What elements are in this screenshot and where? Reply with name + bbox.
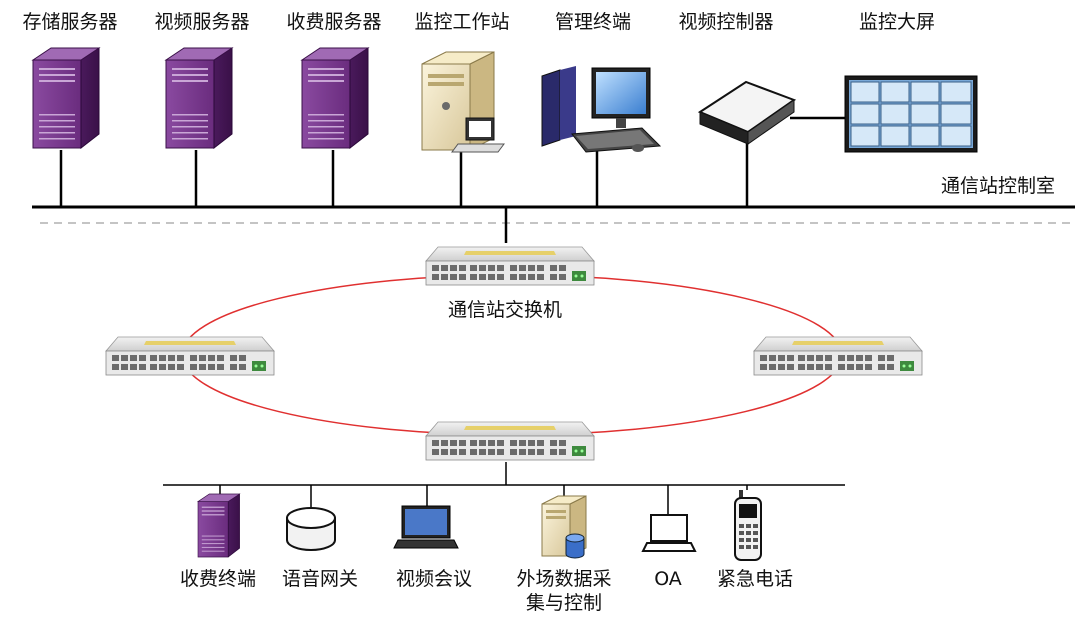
emergency-phone-icon xyxy=(734,490,762,561)
storage-server-icon xyxy=(32,47,100,149)
oa-label: OA xyxy=(654,568,682,590)
bottom-drop-lines xyxy=(219,485,748,515)
top-drop-lines xyxy=(59,116,846,243)
field-data-icon xyxy=(541,495,587,559)
video-controller-icon xyxy=(697,80,797,145)
emergency-phone-label: 紧急电话 xyxy=(716,568,793,590)
monitor-workstation-icon xyxy=(421,51,505,153)
switch-label: 通信站交换机 xyxy=(447,299,562,321)
storage-server-label: 存储服务器 xyxy=(22,11,118,33)
toll-terminal-label: 收费终端 xyxy=(179,568,256,590)
field-data-label-line1: 外场数据采 xyxy=(516,568,612,590)
toll-terminal-icon xyxy=(197,493,240,558)
monitor-workstation-label: 监控工作站 xyxy=(414,11,510,33)
video-server-label: 视频服务器 xyxy=(154,11,250,33)
toll-server-label: 收费服务器 xyxy=(286,11,382,33)
control-room-label: 通信站控制室 xyxy=(940,175,1055,197)
voice-gateway-icon xyxy=(286,507,336,551)
oa-laptop-icon xyxy=(641,514,697,552)
voice-gateway-label: 语音网关 xyxy=(281,568,358,590)
video-controller-label: 视频控制器 xyxy=(678,11,774,33)
switch-bottom-icon xyxy=(425,421,595,461)
switch-left-icon xyxy=(105,336,275,376)
switch-top-icon xyxy=(425,246,595,286)
video-conference-icon xyxy=(393,505,459,549)
management-terminal-icon xyxy=(541,66,662,153)
field-data-label-line2: 集与控制 xyxy=(525,592,602,614)
video-server-icon xyxy=(165,47,233,149)
toll-server-icon xyxy=(301,47,369,149)
mgmt-terminal-label: 管理终端 xyxy=(554,11,631,33)
monitor-screen-icon xyxy=(844,75,978,153)
switch-right-icon xyxy=(753,336,923,376)
monitor-screen-label: 监控大屏 xyxy=(858,11,935,33)
video-conference-label: 视频会议 xyxy=(395,568,472,590)
